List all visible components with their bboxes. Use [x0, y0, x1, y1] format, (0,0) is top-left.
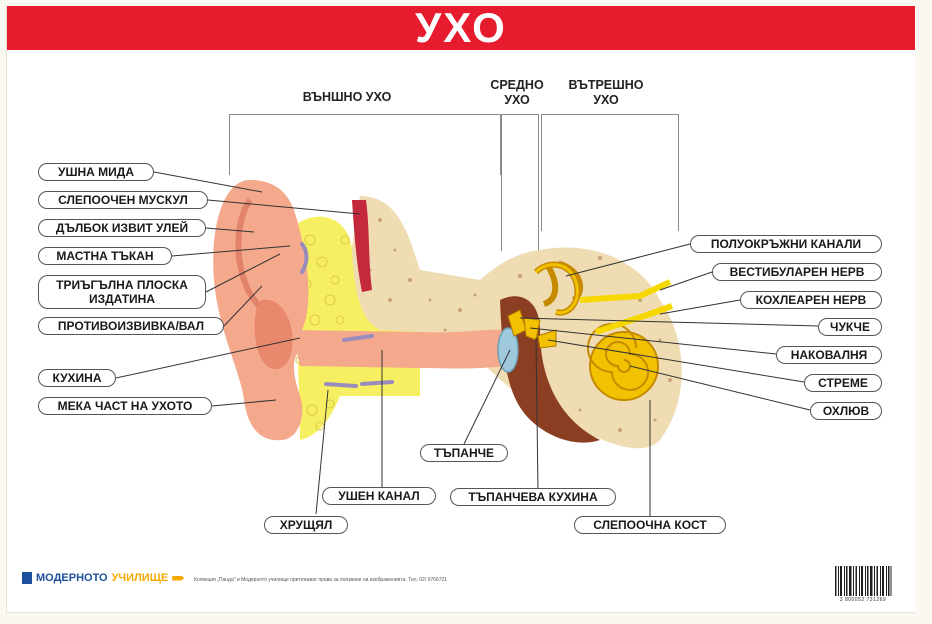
logo-mark-icon [22, 572, 32, 584]
label-vestibular-nerve: ВЕСТИБУЛАРЕН НЕРВ [712, 263, 882, 281]
label-deep-groove: ДЪЛБОК ИЗВИТ УЛЕЙ [38, 219, 206, 237]
label-triangular-fossa-line2: ИЗДАТИНА [88, 292, 156, 306]
bracket-outer-ear [229, 114, 501, 175]
label-malleus: ЧУКЧЕ [818, 318, 882, 336]
label-cochlea: ОХЛЮВ [810, 402, 882, 420]
label-earlobe: МЕКА ЧАСТ НА УХОТО [38, 397, 212, 415]
logo-text-part1: МОДЕРНОТО [36, 572, 108, 584]
publisher-logo: МОДЕРНОТО УЧИЛИЩЕ [22, 572, 185, 584]
label-triangular-fossa: ТРИЪГЪЛНА ПЛОСКА ИЗДАТИНА [38, 275, 206, 309]
label-temporal-muscle: СЛЕПООЧЕН МУСКУЛ [38, 191, 208, 209]
bracket-inner-ear [541, 114, 679, 231]
cartilage-strand [300, 242, 309, 274]
poster: УХО ВЪНШНО УХО СРЕДНО УХО ВЪТРЕШНО УХО [6, 6, 915, 613]
section-inner-ear-line1: ВЪТРЕШНО [568, 78, 644, 92]
stapes-shape [537, 329, 557, 349]
label-fatty-tissue: МАСТНА ТЪКАН [38, 247, 172, 265]
copyright-note: Колекция „Панда" и Модерното училище при… [194, 577, 448, 583]
page-title: УХО [415, 4, 507, 51]
label-cochlear-nerve: КОХЛЕАРЕН НЕРВ [740, 291, 882, 309]
concha-shape [254, 299, 293, 370]
vestibular-nerve-shape [579, 279, 672, 303]
label-ear-canal: УШЕН КАНАЛ [322, 487, 436, 505]
label-semicircular-canals: ПОЛУОКРЪЖНИ КАНАЛИ [690, 235, 882, 253]
label-concha: КУХИНА [38, 369, 116, 387]
ear-canal-shape [292, 329, 506, 369]
section-inner-ear: ВЪТРЕШНО УХО [561, 78, 651, 108]
label-incus: НАКОВАЛНЯ [776, 346, 882, 364]
section-middle-ear-line2: УХО [504, 93, 530, 107]
cochlea-spiral [587, 323, 649, 391]
eardrum-shape [497, 327, 519, 373]
cartilage-strand [342, 334, 374, 342]
cochlear-nerve-shape [595, 303, 674, 335]
cartilage-strand [324, 382, 358, 388]
temporal-muscle-shape [352, 200, 372, 292]
logo-text-part2: УЧИЛИЩЕ [111, 572, 169, 584]
label-stapes: СТРЕМЕ [804, 374, 882, 392]
section-inner-ear-line2: УХО [593, 93, 619, 107]
label-temporal-bone: СЛЕПООЧНА КОСТ [574, 516, 726, 534]
barcode-icon [835, 566, 892, 596]
pencil-icon [172, 575, 185, 581]
leader-lines [115, 171, 819, 518]
semicircular-canals-core [534, 263, 579, 315]
tympanic-cavity-shape [500, 296, 600, 443]
label-antihelix: ПРОТИВОИЗВИВКА/ВАЛ [38, 317, 224, 335]
title-bar: УХО [7, 6, 915, 50]
cartilage-strand [360, 380, 394, 386]
section-middle-ear: СРЕДНО УХО [479, 78, 555, 108]
bracket-middle-ear [501, 114, 539, 251]
label-triangular-fossa-line1: ТРИЪГЪЛНА ПЛОСКА [56, 278, 188, 292]
section-middle-ear-line1: СРЕДНО [490, 78, 544, 92]
label-eardrum: ТЪПАНЧЕ [420, 444, 508, 462]
label-helix: УШНА МИДА [38, 163, 154, 181]
label-cartilage: ХРУЩЯЛ [264, 516, 348, 534]
label-tympanic-cavity: ТЪПАНЧЕВА КУХИНА [450, 488, 616, 506]
section-outer-ear: ВЪНШНО УХО [302, 90, 392, 104]
barcode-number: 3 800052 731269 [839, 597, 887, 603]
